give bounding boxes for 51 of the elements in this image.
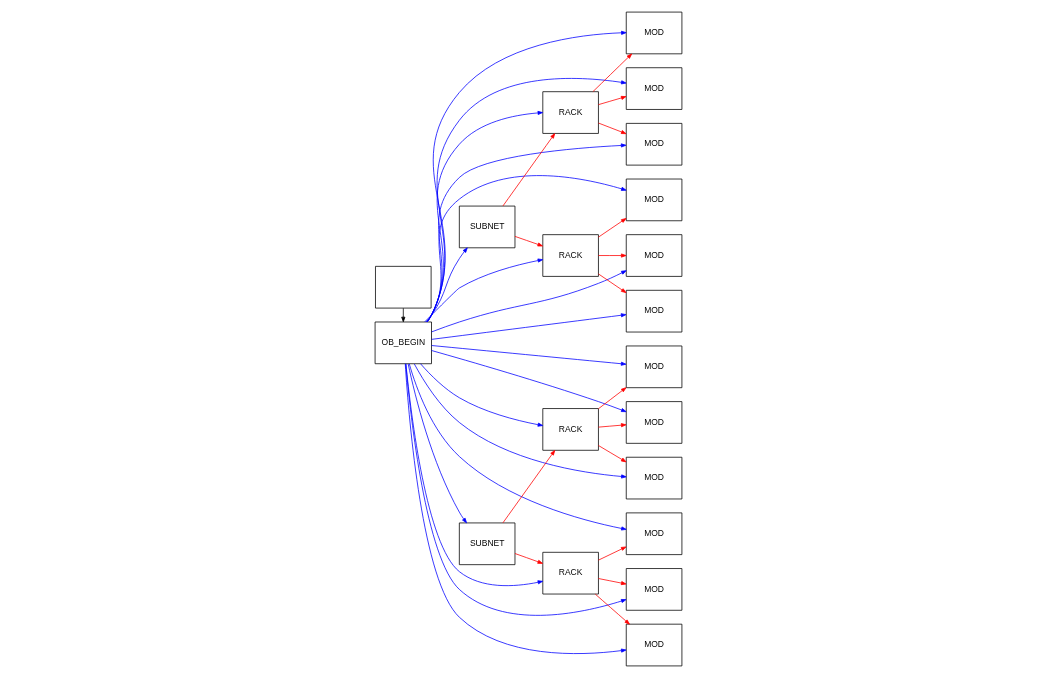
arrow: [423, 258, 543, 323]
arrow: [400, 307, 405, 323]
arrow: [597, 95, 626, 106]
arrow: [430, 313, 626, 340]
node-box: MOD: [625, 512, 682, 555]
node-box: OB_BEGIN: [374, 321, 432, 365]
arrow: [597, 218, 626, 238]
node-box: MOD: [625, 456, 682, 500]
arrow: [502, 133, 555, 207]
arrow: [430, 350, 626, 413]
arrow: [419, 363, 543, 427]
arrow: [592, 53, 632, 93]
node-box: MOD: [625, 568, 682, 611]
arrow: [502, 450, 555, 524]
arrow: [426, 78, 626, 323]
arrow: [430, 270, 627, 333]
node-box: SUBNET: [458, 522, 515, 566]
arrow: [514, 236, 543, 247]
node-box: MOD: [625, 234, 682, 277]
node-box: [374, 265, 431, 309]
arrow: [594, 593, 630, 625]
node-box: RACK: [541, 408, 599, 451]
arrow: [426, 30, 627, 323]
node-box: MOD: [625, 11, 682, 55]
node-box: MOD: [625, 401, 682, 444]
node-box: RACK: [541, 551, 599, 595]
arrow: [597, 546, 626, 561]
arrow: [597, 445, 626, 463]
arrow: [597, 273, 626, 293]
node-box: RACK: [541, 234, 599, 277]
arrow: [597, 387, 626, 410]
node-box: SUBNET: [458, 205, 515, 249]
arrow: [597, 578, 626, 586]
node-box: MOD: [625, 123, 682, 166]
arrow: [407, 363, 467, 524]
arrow: [597, 122, 626, 135]
arrow: [430, 345, 626, 366]
node-box: RACK: [541, 91, 599, 134]
node-box: MOD: [625, 289, 682, 333]
arrow: [408, 363, 627, 531]
node-box: MOD: [625, 67, 682, 110]
arrow: [597, 423, 626, 428]
arrow: [426, 143, 626, 323]
arrow: [413, 363, 627, 479]
node-box: MOD: [625, 345, 682, 389]
arrow: [597, 253, 626, 258]
arrow: [514, 553, 543, 564]
node-box: MOD: [625, 178, 682, 222]
arrow: [426, 175, 626, 323]
arrow: [405, 363, 543, 587]
node-box: MOD: [625, 623, 682, 667]
